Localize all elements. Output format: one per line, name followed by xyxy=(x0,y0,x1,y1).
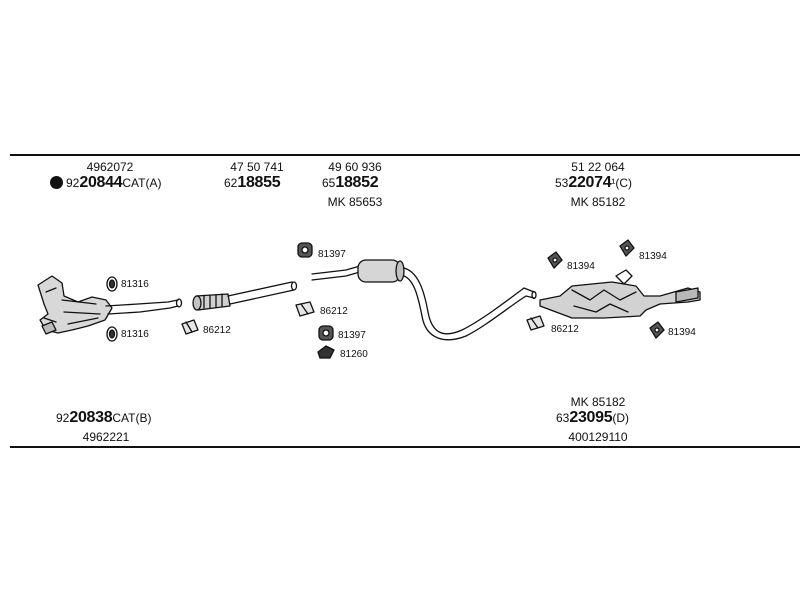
strap-81260-icon xyxy=(317,345,335,359)
part-d-oe-number: 51 22 064 xyxy=(571,160,625,174)
front-pipe-drawing xyxy=(192,281,298,311)
rubber-81394-right-icon xyxy=(619,239,635,257)
part-a-label[interactable]: 9220844CAT(A) xyxy=(50,175,161,191)
rear-silencer-drawing xyxy=(539,269,701,319)
label-81260: 81260 xyxy=(340,349,368,360)
part-c-oe-number: 49 60 936 xyxy=(328,160,382,174)
label-81316-bottom: 81316 xyxy=(121,329,149,340)
label-86212-front: 86212 xyxy=(203,325,231,336)
part-c-label[interactable]: 6518852 xyxy=(322,174,379,191)
part-a-oe-number: 4962072 xyxy=(86,160,134,174)
rear-silencer-label[interactable]: 6323095(D) xyxy=(556,409,630,426)
top-divider xyxy=(10,154,800,156)
label-86212-rear: 86212 xyxy=(551,324,579,335)
part-d-label[interactable]: 5322074¹(C) xyxy=(555,174,633,191)
part-d-kit: MK 85182 xyxy=(570,195,626,209)
catalytic-converter-drawing xyxy=(37,275,183,335)
gasket-86212-mid-icon xyxy=(295,301,315,317)
label-81316-top: 81316 xyxy=(121,279,149,290)
part-b-label[interactable]: 6218855 xyxy=(224,174,281,191)
label-81397-bottom: 81397 xyxy=(338,330,366,341)
rear-silencer-kit: MK 85182 xyxy=(570,395,626,409)
rubber-81397-bottom-icon xyxy=(318,325,334,341)
bottom-divider xyxy=(10,446,800,448)
rubber-81394-bottom-icon xyxy=(649,321,665,339)
part-b-oe-number: 47 50 741 xyxy=(230,160,284,174)
part-b-cat-label[interactable]: 9220838CAT(B) xyxy=(56,409,152,426)
clamp-81316-bottom-icon xyxy=(106,326,118,342)
middle-silencer-drawing xyxy=(311,259,537,341)
gasket-86212-rear-icon xyxy=(526,315,545,331)
label-81394-bottom: 81394 xyxy=(668,327,696,338)
part-c-kit: MK 85653 xyxy=(327,195,383,209)
gasket-86212-front-icon xyxy=(181,319,199,335)
label-86212-mid: 86212 xyxy=(320,306,348,317)
marker-dot-icon xyxy=(50,176,63,189)
rear-silencer-oe-number: 400129110 xyxy=(568,430,628,444)
rubber-81397-top-icon xyxy=(297,242,313,258)
label-81394-left: 81394 xyxy=(567,261,595,272)
part-b-cat-oe-number: 4962221 xyxy=(82,430,130,444)
clamp-81316-top-icon xyxy=(106,276,118,292)
label-81397-top: 81397 xyxy=(318,249,346,260)
label-81394-right: 81394 xyxy=(639,251,667,262)
rubber-81394-left-icon xyxy=(547,251,563,269)
